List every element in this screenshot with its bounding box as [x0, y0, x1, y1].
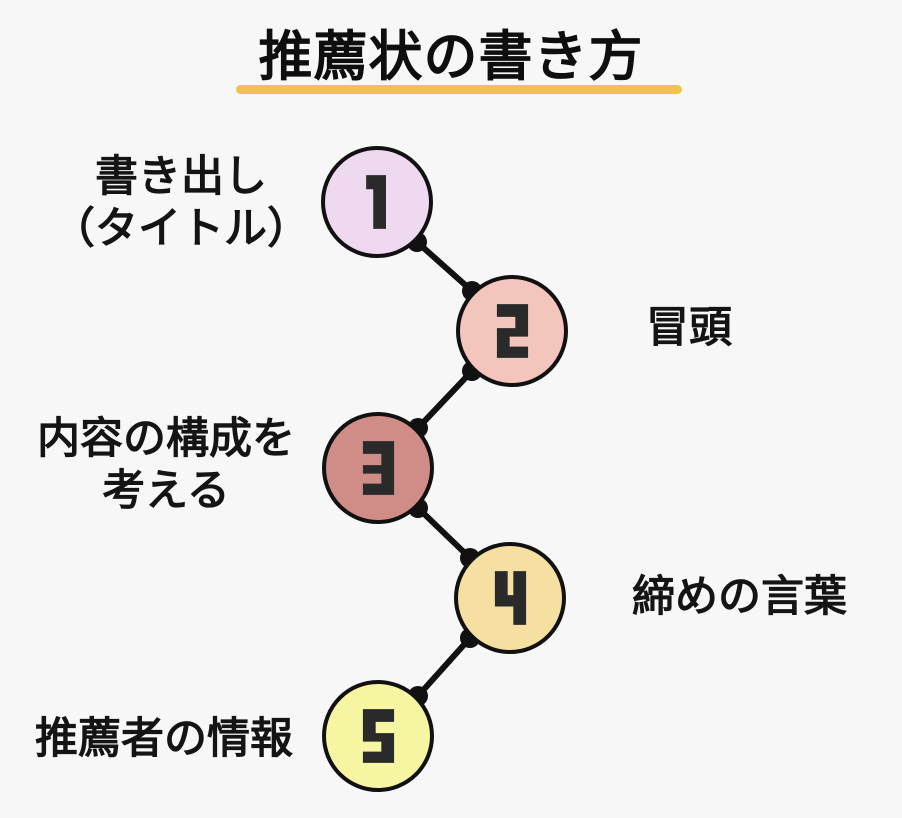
- step-1-circle: [321, 146, 433, 258]
- step-1-label-line-2: （タイトル）: [52, 204, 310, 253]
- step-3-label-line-2: 考える: [102, 466, 230, 515]
- page-title: 推薦状の書き方: [258, 27, 644, 87]
- step-2-number: [496, 304, 528, 358]
- step-5-circle: [322, 680, 434, 792]
- step-4-circle: [454, 542, 566, 654]
- step-5-label: 推薦者の情報: [35, 715, 293, 763]
- step-1-label: 書き出し （タイトル）: [41, 152, 321, 255]
- step-2-label: 冒頭: [646, 304, 732, 352]
- connector-segments: [414, 239, 475, 699]
- title-underline: [236, 85, 682, 94]
- step-4-number: [494, 571, 526, 625]
- step-5-number: [362, 709, 394, 763]
- step-3-circle: [322, 412, 434, 524]
- step-4-label: 締めの言葉: [632, 573, 847, 621]
- step-2-circle: [456, 275, 568, 387]
- step-1-number: [365, 175, 386, 229]
- step-3-label: 内容の構成を 考える: [26, 414, 306, 517]
- step-3-label-line-1: 内容の構成を: [37, 415, 295, 463]
- step-3-number: [362, 441, 394, 495]
- step-1-label-line-1: 書き出し: [95, 153, 267, 201]
